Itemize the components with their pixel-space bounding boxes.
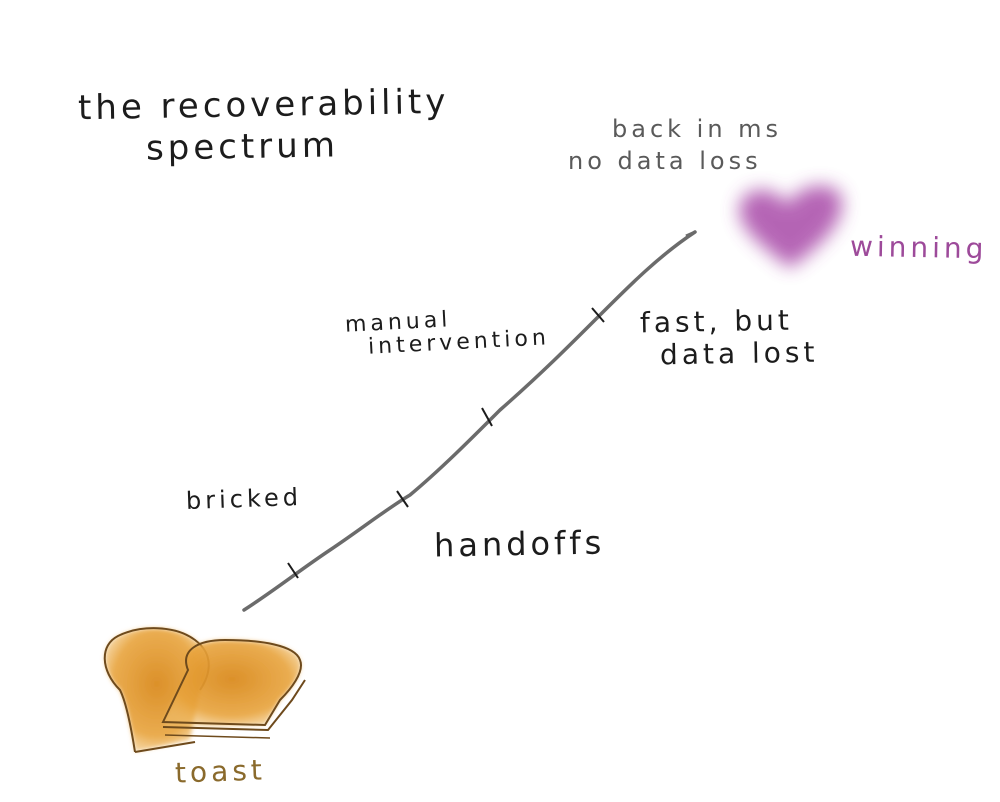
winning-label: winning <box>849 229 988 266</box>
toast-label: toast <box>174 753 267 790</box>
top-note-line-1: back in ms <box>612 115 783 143</box>
tick-mark <box>396 490 409 508</box>
tick-mark <box>287 562 299 579</box>
fast-but-data-lost-line-1: fast, but <box>639 303 794 340</box>
fast-but-data-lost-line-2: data lost <box>659 335 819 372</box>
tick-mark <box>591 307 605 323</box>
tick-mark <box>481 407 493 427</box>
handoffs-label: handoffs <box>433 523 606 565</box>
top-note-line-2: no data loss <box>568 147 762 175</box>
bricked-label: bricked <box>185 482 303 516</box>
title-line-2: spectrum <box>145 125 340 169</box>
toast-slices-icon <box>103 627 306 753</box>
heart-icon <box>739 185 843 268</box>
title-line-1: the recoverability <box>77 81 450 129</box>
spectrum-line <box>242 230 697 612</box>
